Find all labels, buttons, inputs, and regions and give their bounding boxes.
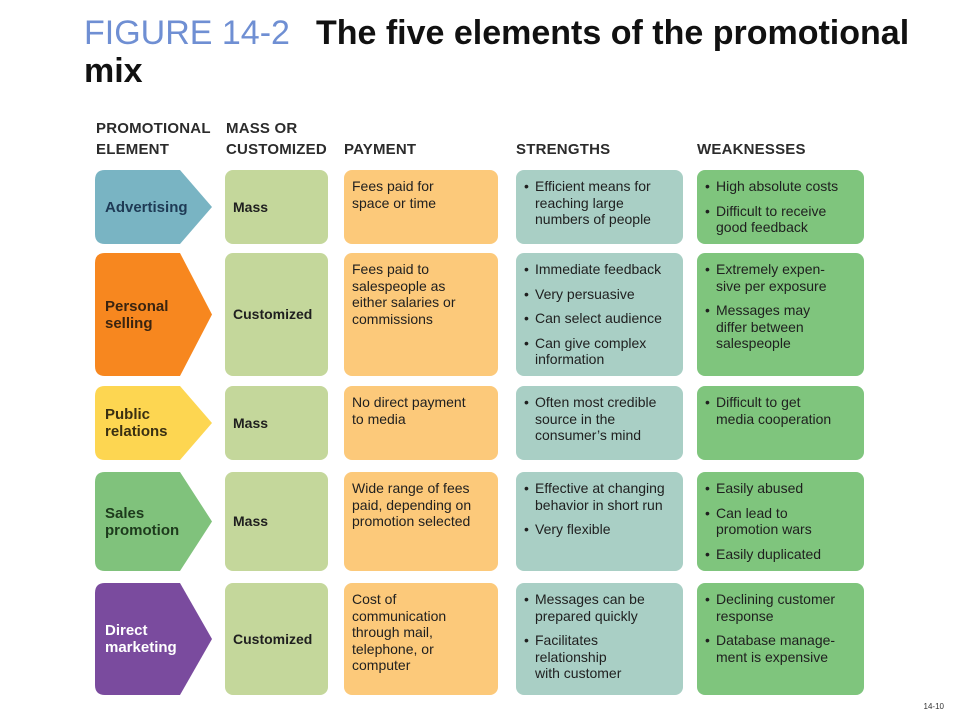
element-arrow-advertising: Advertising bbox=[95, 170, 212, 244]
weakness-item: Easily abused bbox=[703, 480, 858, 497]
weaknesses-cell: Easily abusedCan lead to promotion warsE… bbox=[697, 472, 864, 571]
payment-cell: No direct payment to media bbox=[344, 386, 498, 460]
header-mass-or-customized: MASS OR CUSTOMIZED bbox=[226, 120, 327, 158]
strength-item: Often most credible source in the consum… bbox=[522, 394, 677, 444]
payment-cell: Wide range of fees paid, depending on pr… bbox=[344, 472, 498, 571]
weaknesses-cell: Difficult to get media cooperation bbox=[697, 386, 864, 460]
strength-item: Facilitates relationship with customer bbox=[522, 632, 677, 682]
mass-or-customized-cell: Customized bbox=[225, 583, 328, 695]
mass-or-customized-cell: Customized bbox=[225, 253, 328, 376]
weaknesses-list: Easily abusedCan lead to promotion warsE… bbox=[703, 480, 858, 562]
header-payment: PAYMENT bbox=[344, 141, 417, 158]
weaknesses-list: High absolute costsDifficult to receive … bbox=[703, 178, 858, 236]
element-label: Direct marketing bbox=[105, 622, 177, 656]
payment-cell: Cost of communication through mail, tele… bbox=[344, 583, 498, 695]
strengths-cell: Often most credible source in the consum… bbox=[516, 386, 683, 460]
arrow-shape bbox=[95, 170, 212, 244]
weakness-item: Easily duplicated bbox=[703, 546, 858, 563]
strengths-cell: Messages can be prepared quicklyFacilita… bbox=[516, 583, 683, 695]
weakness-item: Declining customer response bbox=[703, 591, 858, 624]
strength-item: Very persuasive bbox=[522, 286, 677, 303]
weaknesses-cell: Extremely expen- sive per exposureMessag… bbox=[697, 253, 864, 376]
weaknesses-cell: High absolute costsDifficult to receive … bbox=[697, 170, 864, 244]
arrow-shape bbox=[95, 472, 212, 571]
weakness-item: Difficult to get media cooperation bbox=[703, 394, 858, 427]
weaknesses-list: Declining customer responseDatabase mana… bbox=[703, 591, 858, 665]
strength-item: Messages can be prepared quickly bbox=[522, 591, 677, 624]
element-arrow-direct-marketing: Direct marketing bbox=[95, 583, 212, 695]
strength-item: Efficient means for reaching large numbe… bbox=[522, 178, 677, 228]
mass-or-customized-cell: Mass bbox=[225, 386, 328, 460]
payment-cell: Fees paid for space or time bbox=[344, 170, 498, 244]
strengths-cell: Immediate feedbackVery persuasiveCan sel… bbox=[516, 253, 683, 376]
strength-item: Immediate feedback bbox=[522, 261, 677, 278]
header-promotional-element: PROMOTIONAL ELEMENT bbox=[96, 120, 211, 158]
element-arrow-sales-promotion: Sales promotion bbox=[95, 472, 212, 571]
arrow-shape bbox=[95, 583, 212, 695]
mass-or-customized-cell: Mass bbox=[225, 472, 328, 571]
strengths-list: Often most credible source in the consum… bbox=[522, 394, 677, 444]
element-arrow-public-relations: Public relations bbox=[95, 386, 212, 460]
weaknesses-list: Extremely expen- sive per exposureMessag… bbox=[703, 261, 858, 352]
weakness-item: Database manage- ment is expensive bbox=[703, 632, 858, 665]
weakness-item: Messages may differ between salespeople bbox=[703, 302, 858, 352]
mass-or-customized-cell: Mass bbox=[225, 170, 328, 244]
page-number: 14-10 bbox=[923, 702, 944, 711]
header-strengths: STRENGTHS bbox=[516, 141, 611, 158]
element-label: Personal selling bbox=[105, 297, 169, 332]
strength-item: Effective at changing behavior in short … bbox=[522, 480, 677, 513]
strengths-list: Immediate feedbackVery persuasiveCan sel… bbox=[522, 261, 677, 368]
element-label: Public relations bbox=[105, 406, 168, 440]
header-weaknesses: WEAKNESSES bbox=[697, 141, 806, 158]
weaknesses-cell: Declining customer responseDatabase mana… bbox=[697, 583, 864, 695]
weakness-item: High absolute costs bbox=[703, 178, 858, 195]
strength-item: Can give complex information bbox=[522, 335, 677, 368]
element-label: Advertising bbox=[105, 198, 188, 216]
figure-number: FIGURE 14-2 bbox=[84, 14, 290, 52]
weaknesses-list: Difficult to get media cooperation bbox=[703, 394, 858, 427]
figure-caption: The five elements of the promotional mix bbox=[84, 14, 910, 90]
strength-item: Can select audience bbox=[522, 310, 677, 327]
strength-item: Very flexible bbox=[522, 521, 677, 538]
element-label: Sales promotion bbox=[105, 504, 180, 539]
payment-cell: Fees paid to salespeople as either salar… bbox=[344, 253, 498, 376]
strengths-list: Messages can be prepared quicklyFacilita… bbox=[522, 591, 677, 682]
arrow-shape bbox=[95, 386, 212, 460]
strengths-list: Effective at changing behavior in short … bbox=[522, 480, 677, 538]
strengths-cell: Effective at changing behavior in short … bbox=[516, 472, 683, 571]
strengths-cell: Efficient means for reaching large numbe… bbox=[516, 170, 683, 244]
element-arrow-personal-selling: Personal selling bbox=[95, 253, 212, 376]
strengths-list: Efficient means for reaching large numbe… bbox=[522, 178, 677, 228]
arrow-shape bbox=[95, 253, 212, 376]
weakness-item: Can lead to promotion wars bbox=[703, 505, 858, 538]
weakness-item: Extremely expen- sive per exposure bbox=[703, 261, 858, 294]
weakness-item: Difficult to receive good feedback bbox=[703, 203, 858, 236]
